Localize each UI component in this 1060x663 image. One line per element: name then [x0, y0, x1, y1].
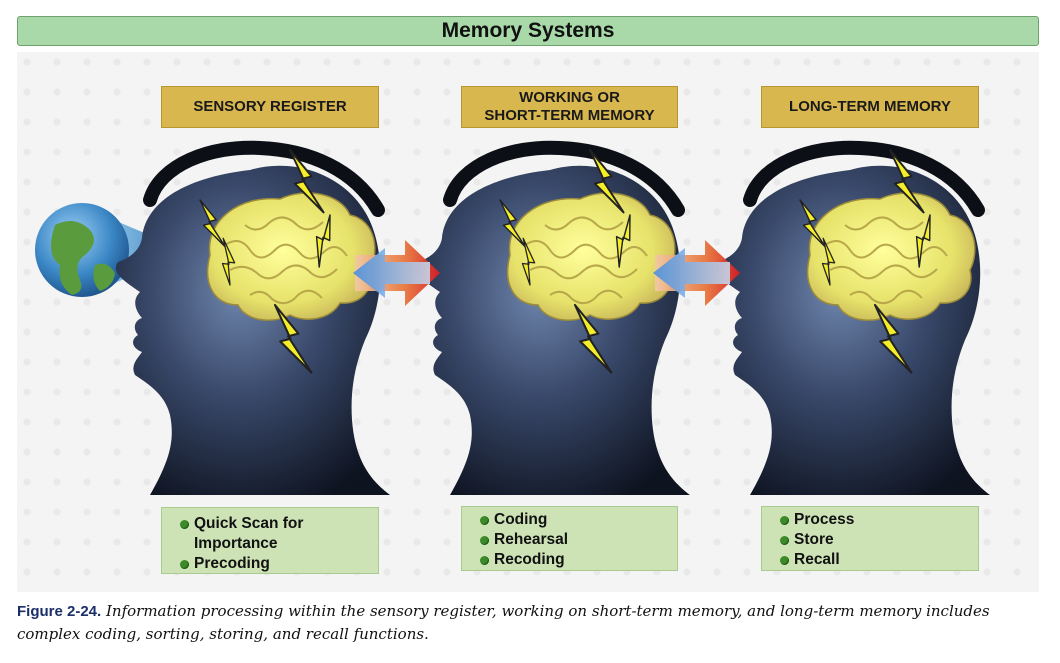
list-item: Coding [480, 510, 667, 530]
list-item: Store [780, 530, 968, 550]
list-item: Recoding [480, 550, 667, 570]
list-item: Precoding [180, 554, 368, 574]
figure-caption: Figure 2-24. Information processing with… [17, 600, 1047, 646]
info-box-sensory-register: Quick Scan for Importance Precoding [161, 507, 379, 574]
head-silhouette [716, 148, 990, 495]
diagram-illustration [35, 0, 1060, 600]
globe-icon [35, 203, 129, 297]
double-arrow-icon [653, 240, 740, 306]
head-silhouette [116, 148, 390, 495]
stage-label-short-term-memory: WORKING OR SHORT-TERM MEMORY [461, 86, 678, 128]
caption-text: Information processing within the sensor… [17, 602, 990, 643]
head-silhouette [416, 148, 690, 495]
list-item: Quick Scan for Importance [180, 514, 368, 554]
list-item: Recall [780, 550, 968, 570]
list-item: Process [780, 510, 968, 530]
stage-label-long-term-memory: LONG-TERM MEMORY [761, 86, 979, 128]
list-item: Rehearsal [480, 530, 667, 550]
info-box-short-term-memory: Coding Rehearsal Recoding [461, 506, 678, 571]
stage-label-sensory-register: SENSORY REGISTER [161, 86, 379, 128]
info-box-long-term-memory: Process Store Recall [761, 506, 979, 571]
figure-number: Figure 2-24. [17, 603, 102, 620]
double-arrow-icon [353, 240, 440, 306]
diagram-title: Memory Systems [17, 16, 1039, 46]
